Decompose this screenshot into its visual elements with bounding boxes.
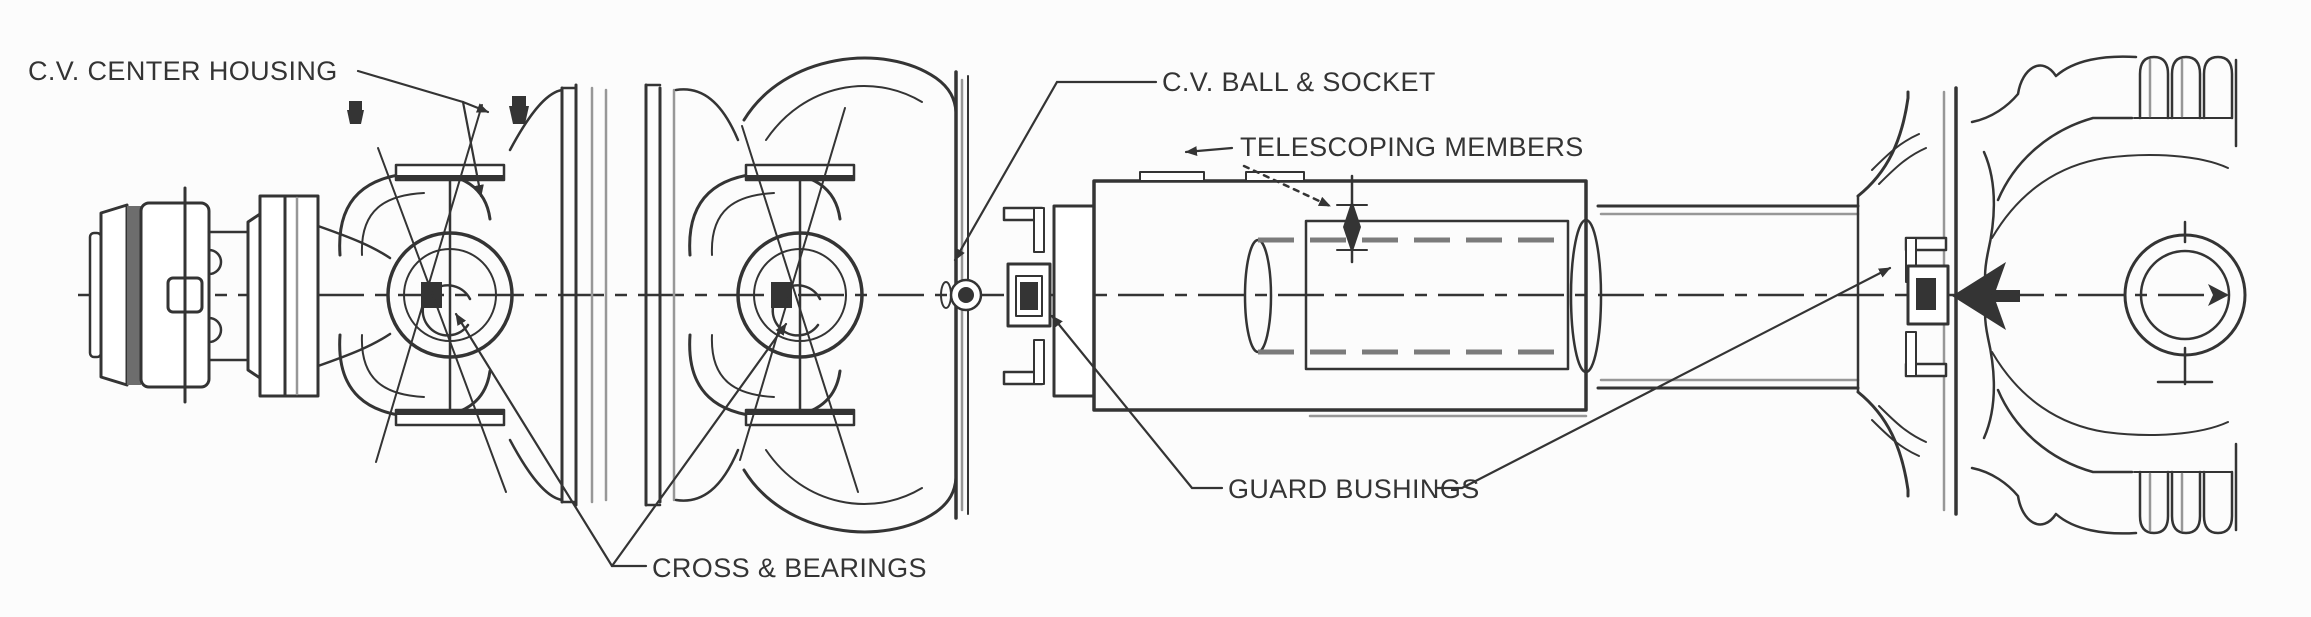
guard-plate [1052,204,1096,398]
cv-joint-2 [687,107,864,493]
leader-cv-center-housing-2 [461,100,484,198]
locking-pin-icon [1336,174,1368,264]
guard-bushing-right [1904,236,2020,378]
leader-guard-bushings-left [1050,314,1224,490]
callout-telescoping-members: TELESCOPING MEMBERS [1184,132,1584,208]
implement-yoke [1970,55,2247,535]
leader-telescoping-2 [1242,164,1332,208]
callout-cross-bearings: CROSS & BEARINGS [454,312,927,583]
cv-joint-1 [337,101,514,493]
guard-bushing-left [1002,204,1096,398]
label-cv-center-housing: C.V. CENTER HOUSING [28,56,338,86]
inner-telescoping-member [1243,218,1603,374]
qd-center-mark [166,276,204,314]
grease-fitting-icon [347,101,364,124]
cv-ball-socket-drawing [940,278,983,312]
callout-guard-bushings: GUARD BUSHINGS [1050,266,1892,504]
leader-cross-bearings-1 [454,312,614,568]
callout-cv-center-housing: C.V. CENTER HOUSING [28,56,490,198]
label-telescoping-members: TELESCOPING MEMBERS [1240,132,1584,162]
leader-guard-bushings-right [1434,266,1892,490]
leader-telescoping-1 [1184,146,1234,157]
black-pointer-icon [1952,262,2020,330]
cv-center-housing-drawing [508,83,740,507]
telescoping-tube [1092,171,1603,418]
label-cv-ball-socket: C.V. BALL & SOCKET [1162,67,1436,97]
shaft-right [1596,204,1860,390]
leader-cross-bearings-2 [610,322,788,568]
centerline-arrowhead [2208,284,2229,306]
grease-zerk-icon [509,96,529,124]
label-cross-bearings: CROSS & BEARINGS [652,553,927,583]
leader-cv-ball-socket [953,80,1158,262]
callout-cv-ball-socket: C.V. BALL & SOCKET [953,67,1436,262]
leader-cv-center-housing-1 [461,100,490,114]
tractor-yoke-group [88,186,392,404]
